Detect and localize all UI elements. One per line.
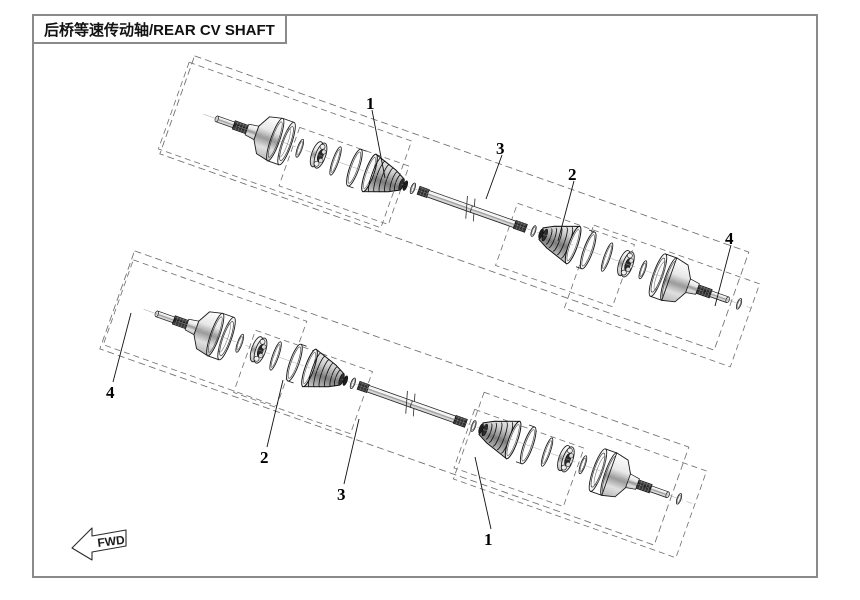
lower-shaft-assembly: [99, 250, 708, 559]
page-title: 后桥等速传动轴/REAR CV SHAFT: [44, 21, 275, 39]
boot-kit-2-box: [495, 202, 635, 308]
callout-upper-2: 2: [568, 165, 577, 184]
callout-lower-3: 3: [337, 485, 346, 504]
callout-lower-2: 2: [260, 448, 269, 467]
inner-joint-group-box: [452, 391, 708, 559]
leader-lines: [371, 109, 732, 307]
outer-joint-group-box: [102, 259, 308, 407]
page-title-plate: 后桥等速传动轴/REAR CV SHAFT: [34, 16, 287, 44]
callout-upper-1: 1: [366, 94, 375, 113]
callout-lower-4: 4: [106, 383, 115, 402]
callout-upper-3: 3: [496, 139, 505, 158]
diagram-frame: [32, 14, 818, 578]
leader-lines: [112, 312, 492, 530]
svg-text:FWD: FWD: [97, 533, 126, 550]
callout-upper-4: 4: [725, 229, 734, 248]
callout-lower-1: 1: [484, 530, 493, 549]
forward-direction-marker: FWD: [71, 527, 127, 561]
upper-shaft-assembly: [157, 55, 761, 368]
